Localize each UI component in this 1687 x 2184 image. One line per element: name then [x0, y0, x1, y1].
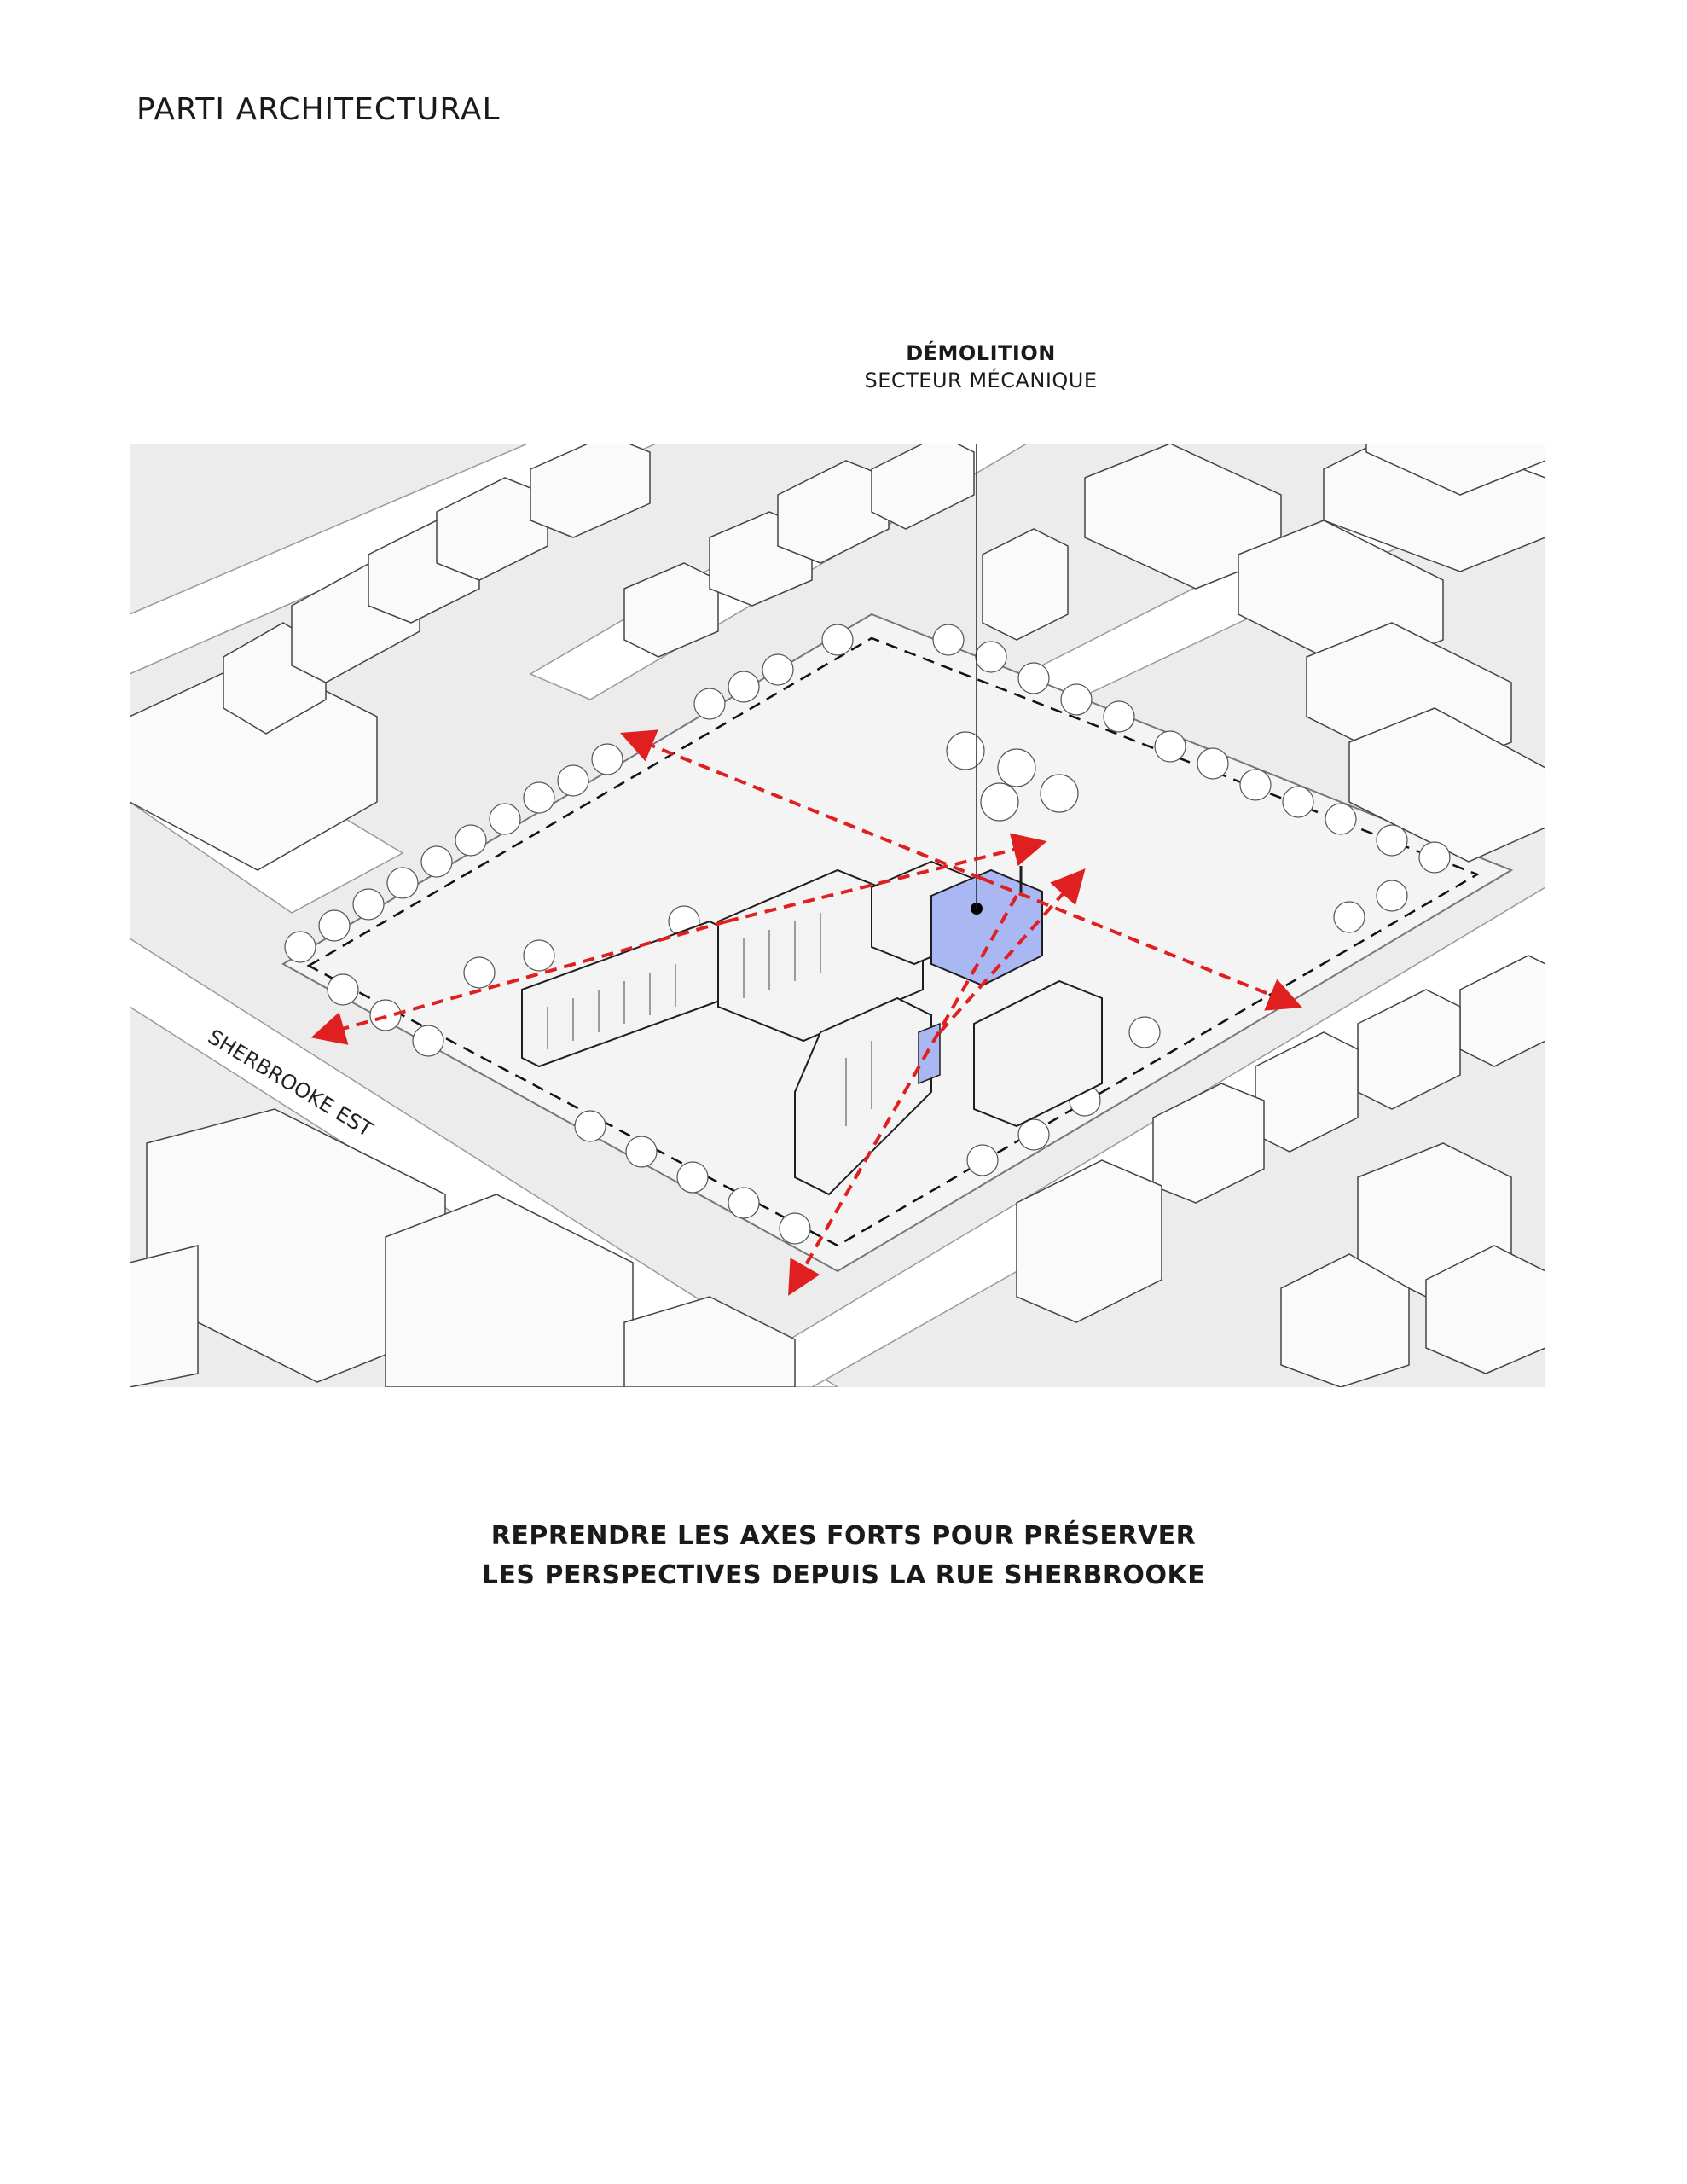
axonometric-site-drawing: SHERBROOKE EST [130, 444, 1545, 1387]
tree-rows [284, 624, 1451, 1245]
axis-arrow-north [938, 868, 1086, 1034]
context-buildings [130, 444, 1545, 1387]
axis-arrow-northeast [726, 833, 1047, 923]
axis-arrow-south [788, 895, 1018, 1296]
facade-details [547, 913, 872, 1126]
caption-line-2: LES PERSPECTIVES DEPUIS LA RUE SHERBROOK… [481, 1560, 1206, 1590]
axis-arrow-northwest [620, 729, 983, 880]
caption: REPRENDRE LES AXES FORTS POUR PRÉSERVER … [0, 1517, 1687, 1595]
demolition-callout: DÉMOLITION SECTEUR MÉCANIQUE [853, 341, 1109, 392]
caption-line-1: REPRENDRE LES AXES FORTS POUR PRÉSERVER [490, 1521, 1197, 1551]
callout-title: DÉMOLITION [906, 341, 1056, 365]
page-title: PARTI ARCHITECTURAL [136, 92, 501, 127]
axis-arrow-west [310, 920, 728, 1045]
axis-arrow-southeast [982, 877, 1302, 1011]
callout-subtitle: SECTEUR MÉCANIQUE [864, 369, 1098, 392]
site-boundary [306, 636, 1480, 1247]
view-axes [310, 729, 1302, 1296]
